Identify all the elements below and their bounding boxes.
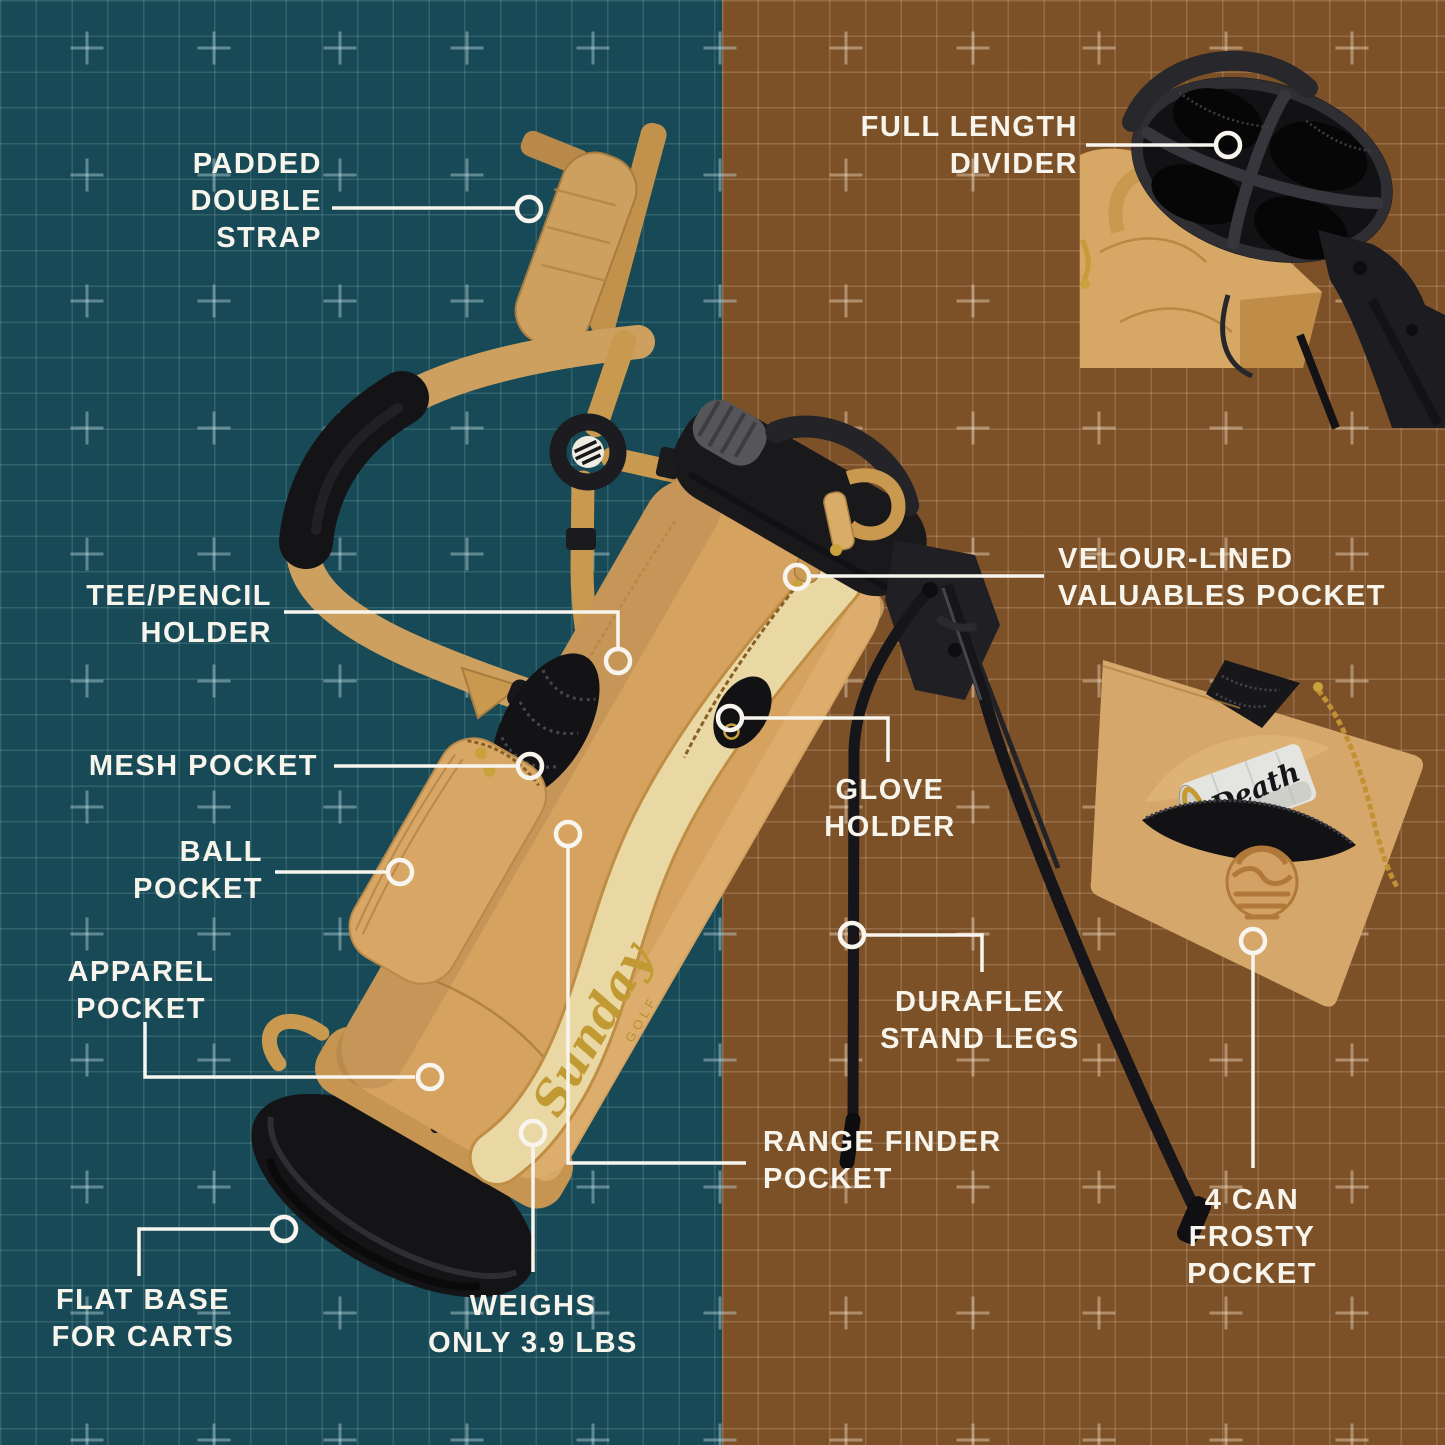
label-flat-base-for-carts: FLAT BASE FOR CARTS — [51, 1284, 235, 1353]
label-ball-pocket: BALL POCKET — [133, 836, 263, 905]
callout-leader-lines — [137, 143, 1255, 1276]
label-range-finder-pocket: RANGE FINDER POCKET — [763, 1126, 1002, 1195]
inset-frosty-pocket-photo: Death — [1090, 660, 1423, 1007]
callout-dots — [269, 130, 1268, 1244]
label-apparel-pocket: APPAREL POCKET — [67, 956, 215, 1025]
top-hardware — [823, 468, 906, 556]
label-glove-holder: GLOVE HOLDER — [824, 774, 956, 843]
label-velour-valuables-pocket: VELOUR-LINED VALUABLES POCKET — [1058, 543, 1386, 612]
label-tee-pencil-holder: TEE/PENCIL HOLDER — [86, 580, 272, 649]
label-4-can-frosty-pocket: 4 CAN FROSTY POCKET — [1187, 1184, 1317, 1290]
golf-bag-illustration: Sunday GOLF — [251, 399, 927, 1298]
label-weighs-only: WEIGHS ONLY 3.9 LBS — [428, 1290, 638, 1359]
label-duraflex-stand-legs: DURAFLEX STAND LEGS — [880, 986, 1080, 1055]
inset-divider-photo — [1079, 50, 1445, 430]
embossed-sun-logo — [1225, 845, 1299, 920]
label-mesh-pocket: MESH POCKET — [88, 750, 318, 782]
label-padded-double-strap: PADDED DOUBLE STRAP — [190, 148, 322, 254]
label-full-length-divider: FULL LENGTH DIVIDER — [860, 111, 1078, 180]
stand-legs-illustration — [839, 540, 1212, 1244]
